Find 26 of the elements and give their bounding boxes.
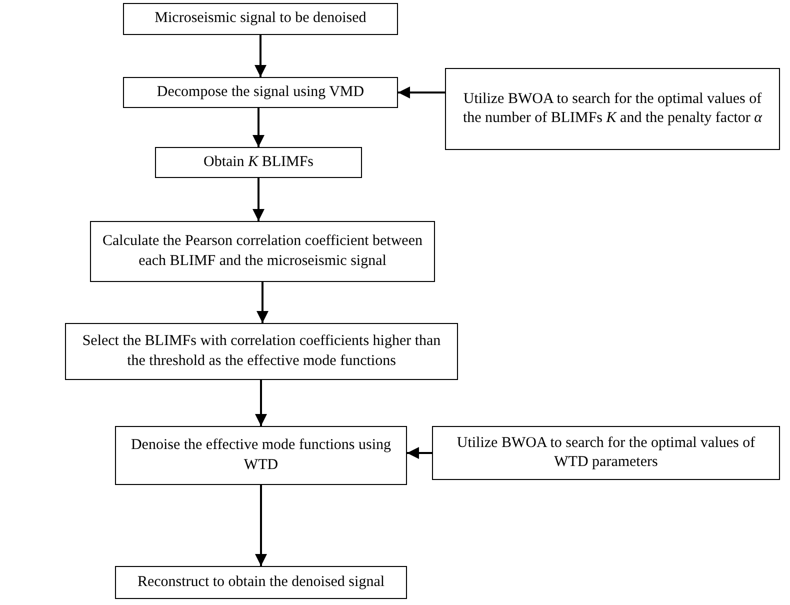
process-box xyxy=(123,3,398,35)
arrow xyxy=(398,86,445,98)
arrow xyxy=(256,282,268,323)
step-text: Microseismic signal to be denoised xyxy=(154,9,366,28)
arrow xyxy=(255,485,267,566)
step-text: Reconstruct to obtain the denoised signal xyxy=(137,572,385,592)
arrow xyxy=(252,178,264,221)
step-text: Calculate the Pearson correlation coefficient between each BLIMF and the microseismic signal xyxy=(102,232,424,270)
process-box xyxy=(432,426,780,480)
process-box xyxy=(445,68,780,150)
step-text: Utilize BWOA to search for the optimal values of WTD parameters xyxy=(456,434,756,472)
step-text: Denoise the effective mode functions using WTD xyxy=(130,436,392,474)
step-text: Obtain K BLIMFs xyxy=(203,152,314,172)
process-box xyxy=(115,566,407,599)
arrow xyxy=(407,447,432,459)
arrow xyxy=(255,380,267,426)
step-text: Select the BLIMFs with correlation coefficients higher than the threshold as the effective mode functions xyxy=(81,332,442,370)
process-box xyxy=(90,221,435,282)
process-box xyxy=(155,147,362,178)
arrow xyxy=(252,108,264,147)
process-box xyxy=(65,323,458,380)
step-text: Utilize BWOA to search for the optimal values of the number of BLIMFs K and the penalty factor α xyxy=(462,90,764,128)
process-box xyxy=(115,426,407,485)
process-box xyxy=(123,77,398,108)
step-text: Decompose the signal using VMD xyxy=(156,82,364,102)
arrow xyxy=(254,35,266,77)
